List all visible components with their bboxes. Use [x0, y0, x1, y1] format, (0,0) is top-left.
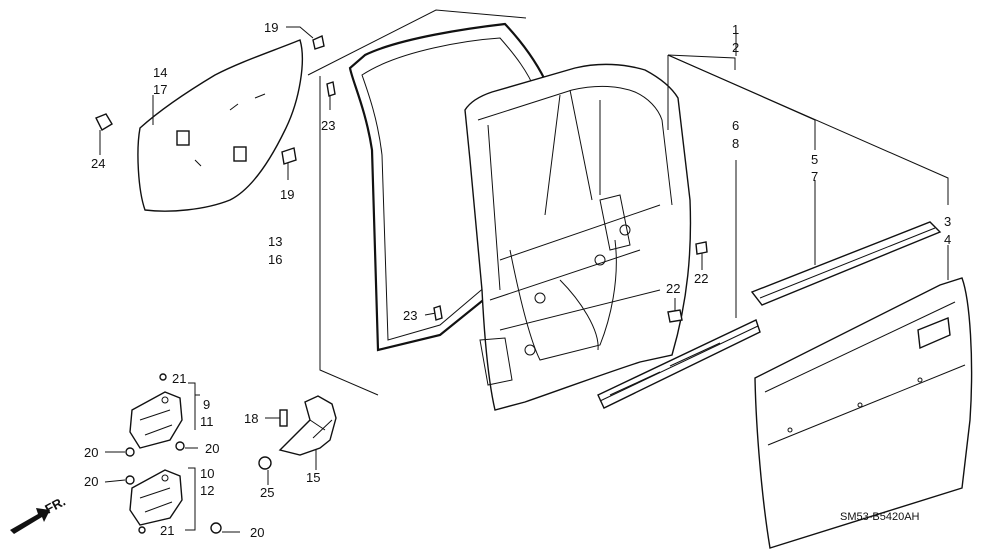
callout-22-b: 22 — [666, 281, 680, 296]
clip-19-mid — [281, 147, 297, 165]
callout-8: 8 — [732, 136, 739, 151]
callout-25: 25 — [260, 485, 274, 500]
clip-19-top — [312, 35, 325, 50]
fasteners — [95, 35, 708, 323]
door-weatherstrip — [348, 22, 572, 352]
clip-24 — [95, 113, 113, 131]
callout-9: 9 — [203, 397, 210, 412]
hinge-bolts — [125, 373, 222, 534]
callout-23-a: 23 — [321, 118, 335, 133]
door-inner-panel — [464, 63, 692, 411]
callout-20-a: 20 — [84, 445, 98, 460]
door-plastic-sheet — [137, 39, 303, 212]
callout-leaders — [99, 26, 949, 318]
callout-1: 1 — [732, 22, 739, 37]
door-checker — [258, 395, 337, 485]
hinge-leaders — [104, 382, 240, 533]
callout-10: 10 — [200, 466, 214, 481]
clip-22-top — [695, 241, 708, 255]
callout-20-b: 20 — [205, 441, 219, 456]
callout-15: 15 — [306, 470, 320, 485]
callout-21-b: 21 — [160, 523, 174, 538]
clip-22-bottom — [667, 309, 683, 323]
lower-hinge — [129, 469, 183, 526]
clip-23-top — [326, 81, 336, 97]
callout-3: 3 — [944, 214, 951, 229]
weatherstrip-bracket — [307, 9, 527, 396]
callout-19-mid: 19 — [280, 187, 294, 202]
callout-13: 13 — [268, 234, 282, 249]
door-belt-molding — [750, 221, 942, 306]
front-indicator-label: FR. — [42, 494, 68, 517]
callout-22-a: 22 — [694, 271, 708, 286]
diagram-code: SM53-B5420AH — [840, 511, 920, 523]
callout-18: 18 — [244, 411, 258, 426]
callout-2: 2 — [732, 40, 739, 55]
callout-23-b: 23 — [403, 308, 417, 323]
callout-11: 11 — [200, 414, 214, 429]
callout-19-top: 19 — [264, 20, 278, 35]
callout-5: 5 — [811, 152, 818, 167]
callout-21-a: 21 — [172, 371, 186, 386]
callout-17: 17 — [153, 82, 167, 97]
upper-hinge — [129, 391, 183, 449]
clip-23-bottom — [433, 305, 443, 321]
callout-20-c: 20 — [84, 474, 98, 489]
callout-6: 6 — [732, 118, 739, 133]
callout-7: 7 — [811, 169, 818, 184]
door-outer-skin — [754, 277, 973, 549]
callout-16: 16 — [268, 252, 282, 267]
callout-14: 14 — [153, 65, 167, 80]
front-direction-arrow — [10, 508, 50, 534]
callout-20-d: 20 — [250, 525, 264, 540]
callout-4: 4 — [944, 232, 951, 247]
door-side-molding — [597, 319, 761, 409]
callout-24: 24 — [91, 156, 105, 171]
callout-12: 12 — [200, 483, 214, 498]
